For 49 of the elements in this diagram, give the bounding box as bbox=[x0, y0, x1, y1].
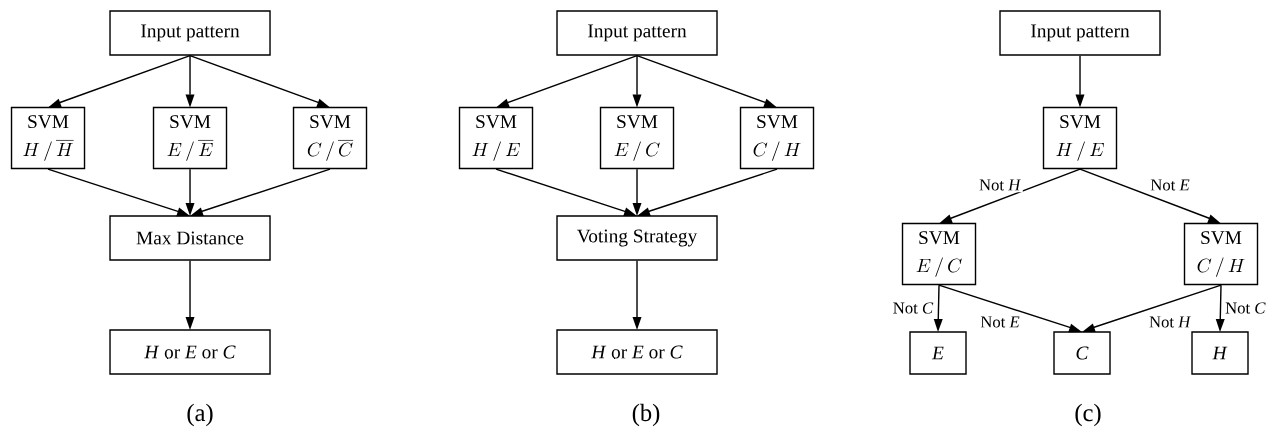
svm-box: SVM $E\,/\,C$ bbox=[599, 106, 675, 170]
edge-label: Not H bbox=[977, 177, 1023, 193]
svm-box: SVM $H\,/\,\overline{H}$ bbox=[10, 106, 86, 170]
arrow bbox=[1079, 168, 1221, 224]
arrow bbox=[933, 284, 943, 332]
process-box: Input pattern bbox=[556, 10, 718, 56]
svm-box: SVM $E\,/\,\overline{E}$ bbox=[152, 106, 228, 170]
arrow bbox=[939, 168, 1081, 224]
edge-label: Not E bbox=[1148, 177, 1192, 193]
process-box: H bbox=[1191, 331, 1249, 375]
edge-label: Not H bbox=[1147, 314, 1193, 330]
arrow bbox=[495, 168, 637, 217]
arrow bbox=[496, 55, 638, 108]
process-box: E bbox=[909, 331, 967, 375]
arrow bbox=[185, 260, 195, 330]
arrow bbox=[189, 55, 330, 108]
svm-box: SVM $C\,/\,\overline{C}$ bbox=[292, 106, 368, 170]
edge-label: Not C bbox=[1223, 300, 1268, 316]
edge-label: Not C bbox=[891, 300, 935, 316]
panel-caption: (c) bbox=[1075, 403, 1101, 427]
arrow bbox=[637, 168, 778, 217]
arrow bbox=[190, 168, 331, 217]
arrow bbox=[636, 55, 777, 108]
process-box: Max Distance bbox=[109, 215, 271, 261]
arrow bbox=[1075, 55, 1085, 108]
process-box: Voting Strategy bbox=[556, 215, 718, 261]
arrow bbox=[48, 55, 191, 108]
svm-box: SVM $E\,/\,C$ bbox=[901, 222, 977, 286]
arrow bbox=[1215, 284, 1225, 332]
arrow bbox=[185, 55, 195, 108]
process-box: Input pattern bbox=[109, 10, 271, 56]
process-box: Input pattern bbox=[999, 10, 1161, 56]
process-box: C bbox=[1053, 331, 1111, 375]
arrow bbox=[632, 55, 642, 108]
svm-box: SVM $H\,/\,E$ bbox=[1042, 106, 1118, 170]
process-box: H or E or C bbox=[109, 329, 271, 375]
panel-caption: (a) bbox=[187, 403, 213, 427]
arrow bbox=[47, 168, 190, 217]
arrow bbox=[185, 168, 195, 216]
svm-box: SVM $H\,/\,E$ bbox=[458, 106, 534, 170]
arrow bbox=[1082, 284, 1222, 333]
arrow bbox=[632, 260, 642, 330]
panel-caption: (b) bbox=[632, 403, 660, 427]
svm-box: SVM $C\,/\,H$ bbox=[739, 106, 815, 170]
arrow bbox=[632, 168, 642, 216]
arrow bbox=[938, 284, 1082, 333]
process-box: H or E or C bbox=[556, 329, 718, 375]
edge-label: Not E bbox=[978, 314, 1022, 330]
svm-box: SVM $C\,/\,H$ bbox=[1183, 222, 1259, 286]
